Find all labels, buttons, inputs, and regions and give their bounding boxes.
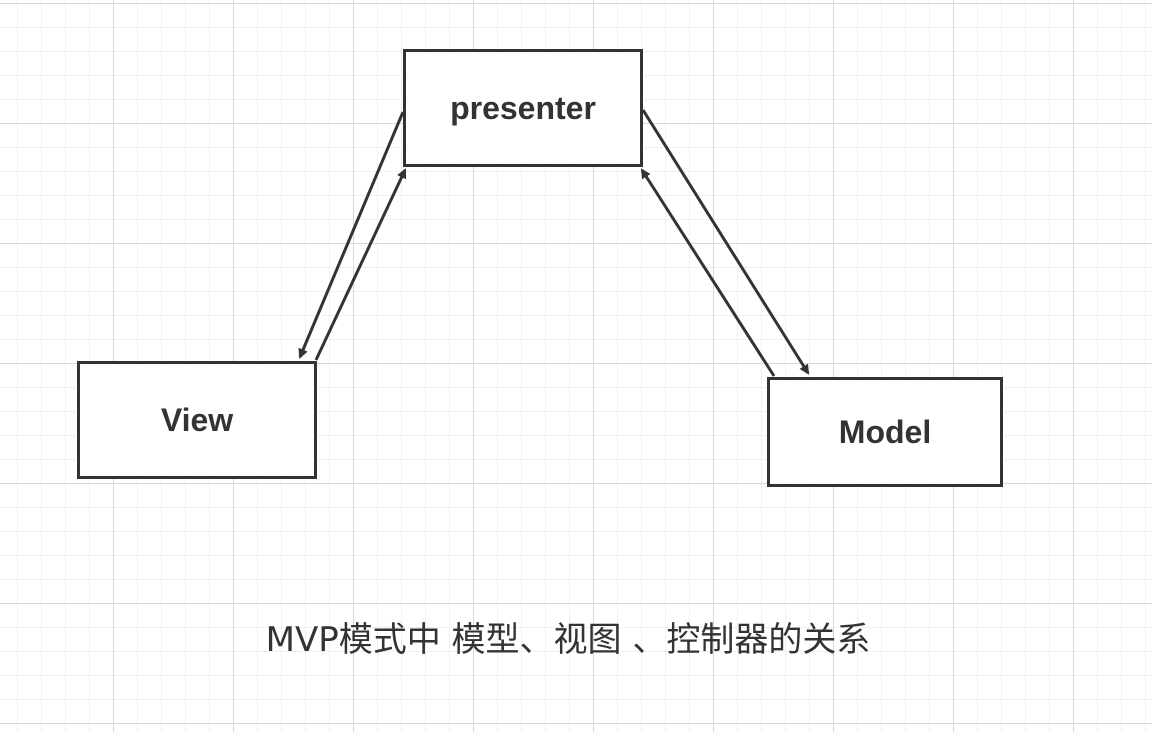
diagram-caption: MVP模式中 模型、视图 、控制器的关系	[265, 620, 871, 660]
presenter-node-label: presenter	[450, 89, 596, 126]
arrow-model-to-presenter	[640, 168, 776, 377]
presenter-node: presenter	[403, 49, 643, 167]
view-node: View	[77, 361, 317, 479]
arrow-view-to-presenter	[314, 168, 407, 361]
view-node-label: View	[160, 401, 234, 438]
arrow-presenter-to-view	[298, 111, 405, 359]
arrow-presenter-to-model	[641, 109, 810, 375]
model-node: Model	[767, 377, 1003, 487]
model-node-label: Model	[838, 413, 932, 450]
